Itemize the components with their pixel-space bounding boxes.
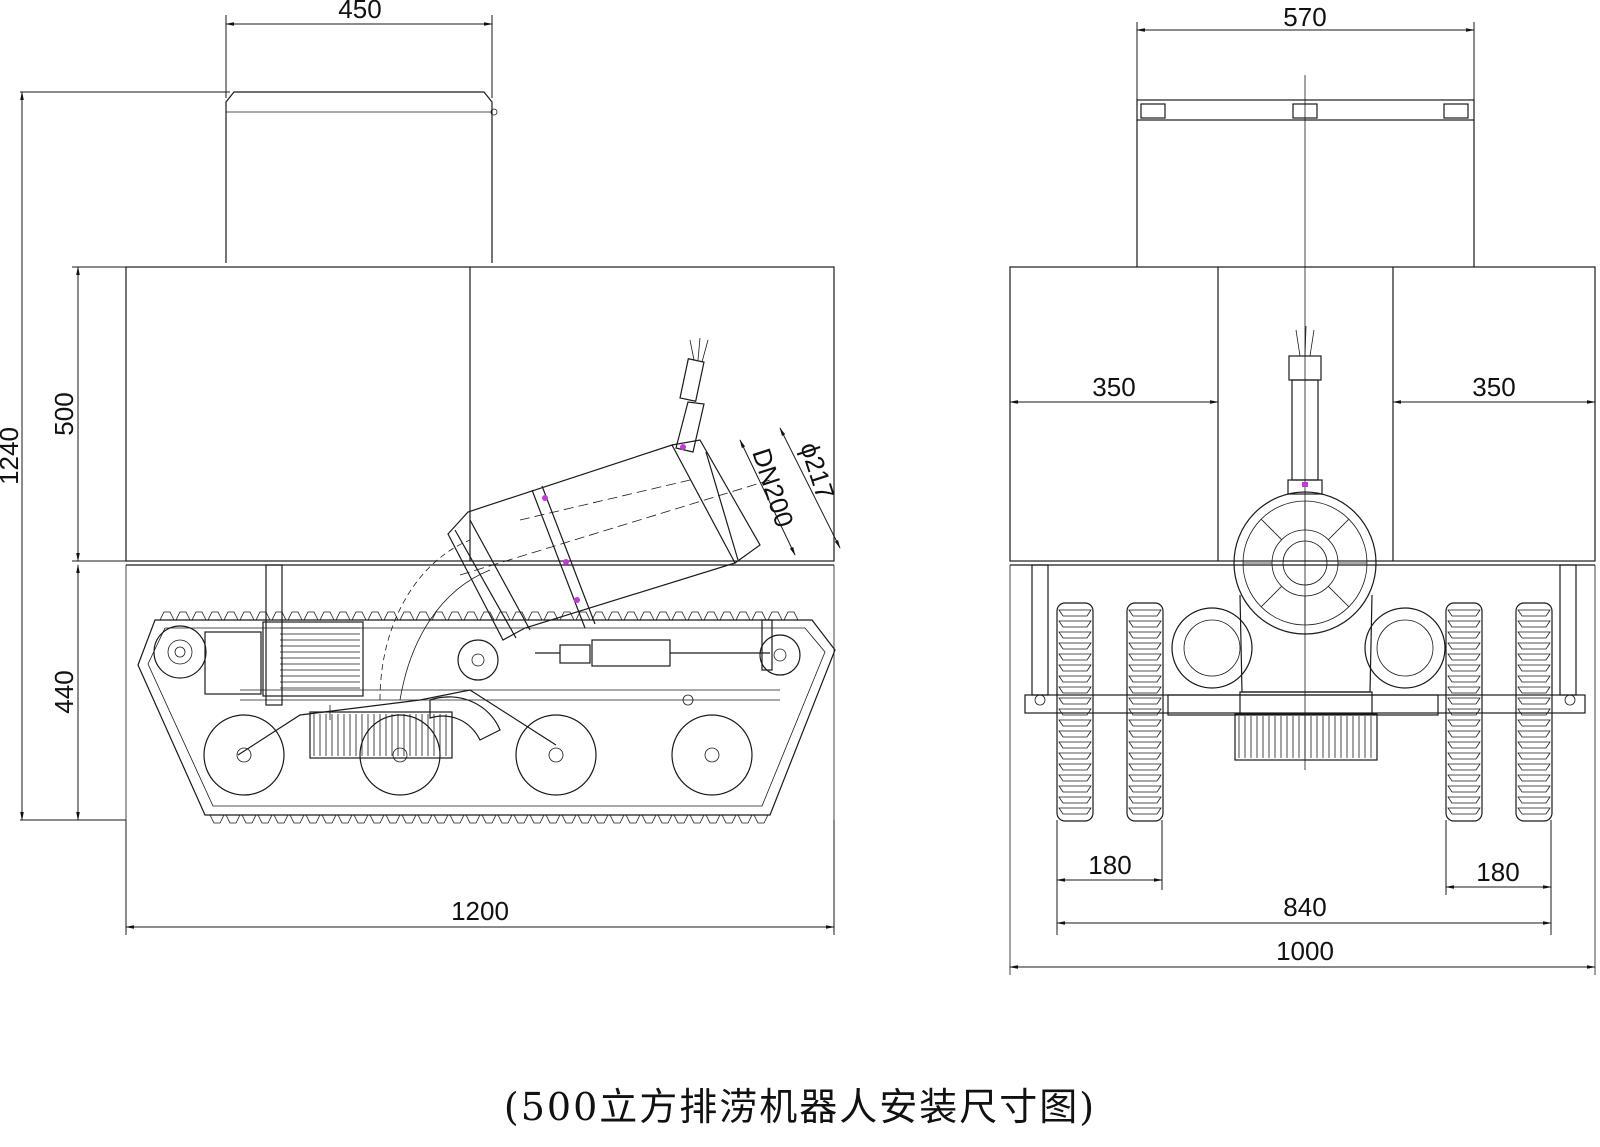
front-dimensions: 570 350 350 180 180 840 1000 bbox=[1009, 2, 1596, 969]
dim-front-track-right: 180 bbox=[1476, 857, 1519, 887]
dim-side-track-height: 440 bbox=[49, 670, 79, 713]
side-crawler-track bbox=[137, 564, 836, 824]
track-teeth bbox=[159, 611, 799, 824]
dim-side-top-width: 450 bbox=[338, 0, 381, 24]
dim-side-total-height: 1240 bbox=[0, 427, 24, 485]
front-view: 570 350 350 180 180 840 1000 bbox=[1009, 2, 1596, 975]
side-enclosure-box bbox=[125, 266, 835, 820]
front-tracks bbox=[1024, 564, 1586, 822]
front-top-cabinet bbox=[1136, 99, 1475, 267]
dim-side-total-length: 1200 bbox=[451, 896, 509, 926]
front-enclosure-box bbox=[1009, 266, 1596, 975]
dim-front-top-width: 570 bbox=[1283, 2, 1326, 32]
front-pump-assembly bbox=[1167, 325, 1446, 761]
dim-front-track-span: 840 bbox=[1283, 892, 1326, 922]
side-top-cabinet bbox=[225, 91, 498, 263]
drawing-caption: (500立方排涝机器人安装尺寸图) bbox=[503, 1085, 1097, 1129]
motor-fins bbox=[280, 627, 360, 689]
side-view: 450 1240 500 440 1200 ϕ217 DN200 bbox=[0, 0, 841, 935]
dim-front-track-left: 180 bbox=[1088, 850, 1131, 880]
drive-fins bbox=[313, 714, 447, 756]
side-pump-assembly bbox=[329, 337, 771, 720]
dim-front-side-left: 350 bbox=[1092, 372, 1135, 402]
dim-outlet-nominal: DN200 bbox=[746, 445, 800, 531]
dim-side-box-height: 500 bbox=[49, 392, 79, 435]
side-cable-gland bbox=[675, 337, 709, 453]
dim-front-side-right: 350 bbox=[1472, 372, 1515, 402]
dim-front-total-width: 1000 bbox=[1276, 936, 1334, 966]
